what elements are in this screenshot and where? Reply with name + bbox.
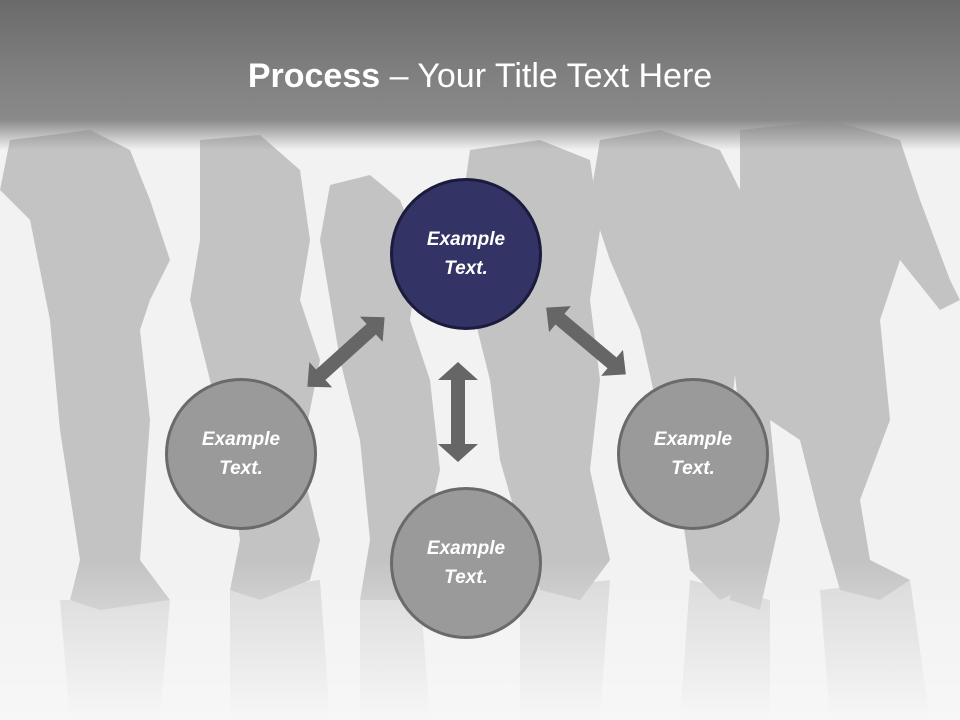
title-strong: Process	[247, 57, 381, 95]
node-text: Example Text.	[426, 229, 506, 279]
node-text: Example Text.	[653, 429, 733, 479]
double-arrow-right-icon	[546, 306, 626, 376]
double-arrow-vertical-icon	[438, 362, 478, 462]
node-text: Example Text.	[426, 538, 506, 588]
title-rest: – Your Title Text Here	[380, 57, 713, 95]
title-bar	[0, 0, 960, 150]
double-arrow-left-icon	[307, 316, 385, 388]
process-node-bottom: Example Text.	[390, 487, 542, 639]
process-node-left: Example Text.	[165, 378, 317, 530]
slide-title: Process – Your Title Text Here	[0, 48, 960, 104]
process-node-top: Example Text.	[390, 178, 542, 330]
node-text: Example Text.	[201, 429, 281, 479]
process-node-right: Example Text.	[617, 378, 769, 530]
